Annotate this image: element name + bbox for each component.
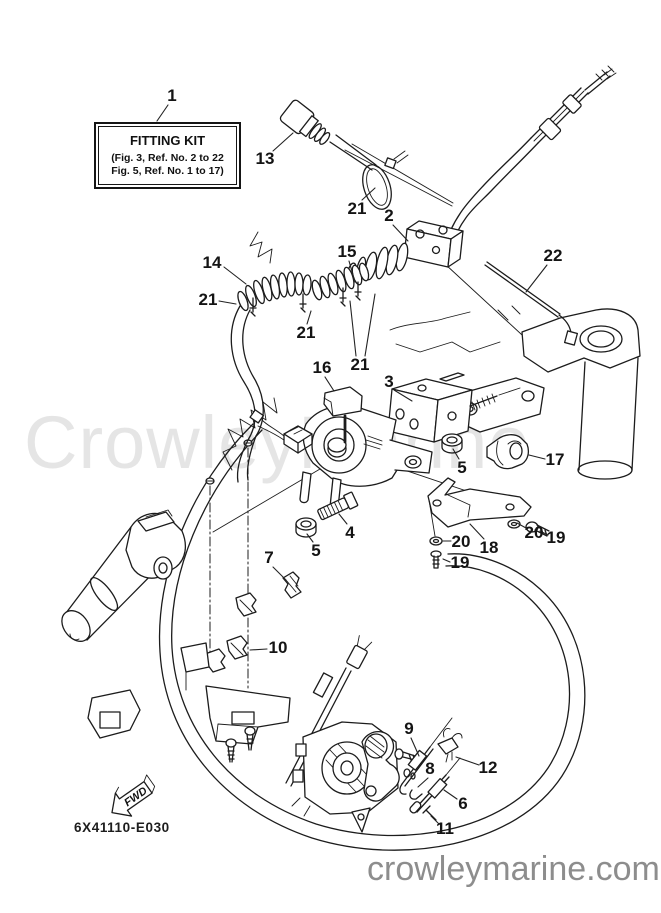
callout-21: 21 (296, 323, 316, 342)
callout-17: 17 (545, 450, 565, 469)
leader-line-9 (410, 737, 420, 757)
leader-line-3 (393, 389, 413, 402)
part-6-cable-end (409, 757, 461, 814)
callout-19: 19 (450, 553, 470, 572)
part-4-bolt (317, 491, 359, 521)
fitting-kit-ref-line-1: (Fig. 3, Ref. No. 2 to 22 (111, 152, 224, 164)
throttle-assembly (285, 635, 416, 833)
diagram-code: 6X41110-E030 (74, 820, 170, 835)
leader-line-15 (348, 260, 356, 283)
site-watermark: crowleymarine.com (367, 850, 660, 888)
callout-3: 3 (384, 372, 394, 391)
part-16-pad (323, 386, 363, 417)
cowl-edge (212, 231, 535, 533)
leader-line-7 (272, 566, 287, 581)
part-5-nut-upper (441, 433, 463, 454)
part-12-clamp (437, 728, 463, 763)
callout-20: 20 (451, 532, 471, 551)
leader-line-19 (539, 530, 549, 536)
leader-line-10 (249, 648, 268, 651)
fitting-kit-inner-border: FITTING KIT (Fig. 3, Ref. No. 2 to 22 Fi… (98, 126, 237, 185)
leader-line-5 (452, 448, 460, 460)
leader-line-2 (392, 224, 409, 242)
leader-line-8 (417, 777, 429, 788)
callout-19: 19 (546, 528, 566, 547)
callout-1: 1 (167, 86, 177, 105)
leader-line-12 (455, 756, 480, 766)
callout-21: 21 (350, 355, 370, 374)
part-18-bracket (427, 477, 550, 569)
part-15-sleeve (311, 262, 370, 301)
callout-21: 21 (347, 199, 367, 218)
remote-cable-assembly (443, 65, 617, 250)
sleeve-cables (230, 305, 264, 483)
leader-line-11 (430, 815, 440, 825)
callout-13: 13 (255, 149, 275, 168)
fitting-kit-ref-line-2: Fig. 5, Ref. No. 1 to 17) (111, 165, 224, 177)
leader-line-19 (442, 558, 451, 563)
callout-5: 5 (457, 458, 467, 477)
callout-8: 8 (425, 759, 435, 778)
part-9-cable-end (399, 717, 453, 795)
leader-line-5 (306, 533, 314, 543)
part-14-sleeve (237, 271, 312, 312)
leader-line-21 (306, 310, 312, 325)
leader-line-21 (349, 300, 357, 357)
callout-16: 16 (312, 358, 332, 377)
leader-line-21 (218, 300, 237, 305)
cable-loops (158, 423, 586, 851)
callout-4: 4 (345, 523, 355, 542)
leader-line-21 (364, 293, 376, 357)
leader-line-14 (223, 266, 247, 285)
callout-15: 15 (337, 242, 357, 261)
leader-line-1 (156, 104, 169, 122)
part-5-nut-lower (295, 517, 317, 538)
callout-5: 5 (311, 541, 321, 560)
callout-12: 12 (478, 758, 498, 777)
part-21-cable-tie (362, 150, 409, 210)
leader-line-13 (272, 132, 294, 152)
leader-line-21 (361, 187, 376, 201)
callout-14: 14 (202, 253, 222, 272)
leader-line-22 (525, 264, 548, 293)
callout-6: 6 (458, 794, 468, 813)
callout-10: 10 (268, 638, 288, 657)
part-8-hook (409, 789, 423, 800)
center-lines (205, 439, 253, 689)
part-7-clip (282, 571, 302, 599)
part-22-link-rod (484, 261, 579, 346)
callout-11: 11 (436, 819, 454, 838)
leader-line-4 (338, 513, 348, 525)
leader-line-18 (469, 523, 485, 540)
callout-18: 18 (479, 538, 499, 557)
leader-line-17 (528, 454, 546, 460)
part-17-clamp (486, 434, 529, 470)
callout-21: 21 (198, 290, 218, 309)
cable-tie-bands (249, 281, 362, 317)
callout-9: 9 (404, 719, 414, 738)
callout-20: 20 (524, 523, 544, 542)
part-3-spacer-block (387, 372, 521, 443)
part-13-connector (279, 99, 454, 207)
leader-line-6 (443, 789, 458, 800)
leader-line-20 (516, 522, 527, 529)
fitting-kit-title: FITTING KIT (129, 133, 206, 148)
fwd-arrow-icon: FWD (111, 774, 156, 817)
tiller-handle (61, 509, 187, 642)
callout-22: 22 (543, 246, 563, 265)
fitting-kit-box: FITTING KIT (Fig. 3, Ref. No. 2 to 22 Fi… (94, 122, 241, 189)
callout-2: 2 (384, 206, 394, 225)
leader-lines (156, 104, 549, 825)
leader-line-16 (324, 376, 335, 392)
cable-bracket-lower (87, 642, 291, 763)
callout-7: 7 (264, 548, 274, 567)
part-11-pin (422, 805, 437, 821)
